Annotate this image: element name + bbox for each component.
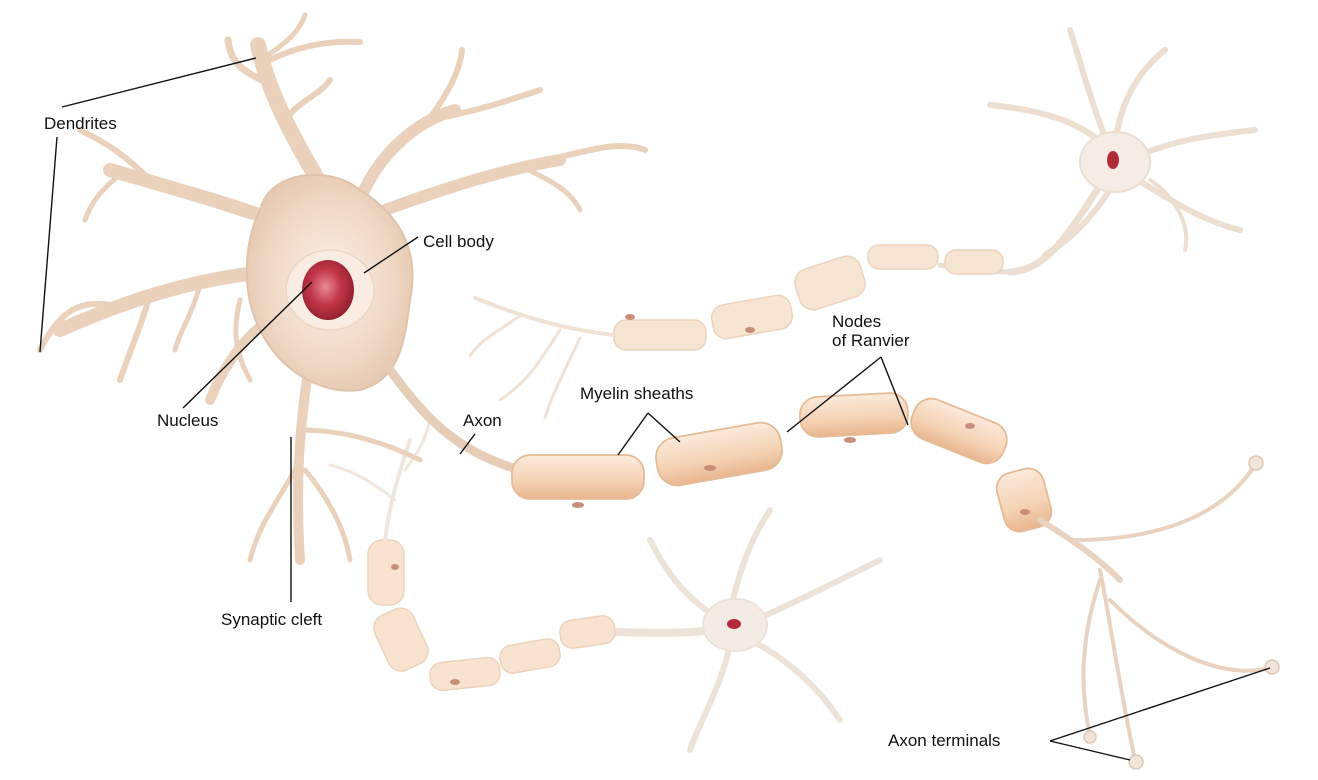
lower-axon-branches — [330, 420, 430, 540]
nucleus-shape — [302, 260, 354, 320]
lower-nucleus — [727, 619, 741, 629]
leader-myelin-1 — [618, 413, 648, 455]
label-dendrites: Dendrites — [44, 114, 117, 134]
leader-myelin-2 — [648, 413, 680, 442]
label-nodes-line2: of Ranvier — [832, 331, 909, 351]
label-axon: Axon — [463, 411, 502, 431]
label-axon-terminals: Axon terminals — [888, 731, 1000, 751]
lower-axon-myelin — [368, 540, 617, 692]
main-myelin-sheaths — [512, 392, 1055, 535]
axon-terminal-branches — [1040, 465, 1270, 760]
lower-neuron — [610, 510, 880, 750]
upper-right-neuron — [940, 30, 1255, 272]
label-synaptic-cleft: Synaptic cleft — [221, 610, 322, 630]
label-nucleus: Nucleus — [157, 411, 218, 431]
leader-dendrites-top — [62, 58, 256, 107]
terminal-boutons — [1084, 456, 1279, 769]
label-nodes-line1: Nodes — [832, 312, 881, 332]
leader-dendrites-left — [40, 137, 57, 352]
label-cell-body: Cell body — [423, 232, 494, 252]
label-myelin-sheaths: Myelin sheaths — [580, 384, 693, 404]
upper-right-nucleus — [1107, 151, 1119, 169]
upper-axon-myelin — [614, 245, 1003, 350]
leader-terminal-2 — [1050, 741, 1130, 760]
